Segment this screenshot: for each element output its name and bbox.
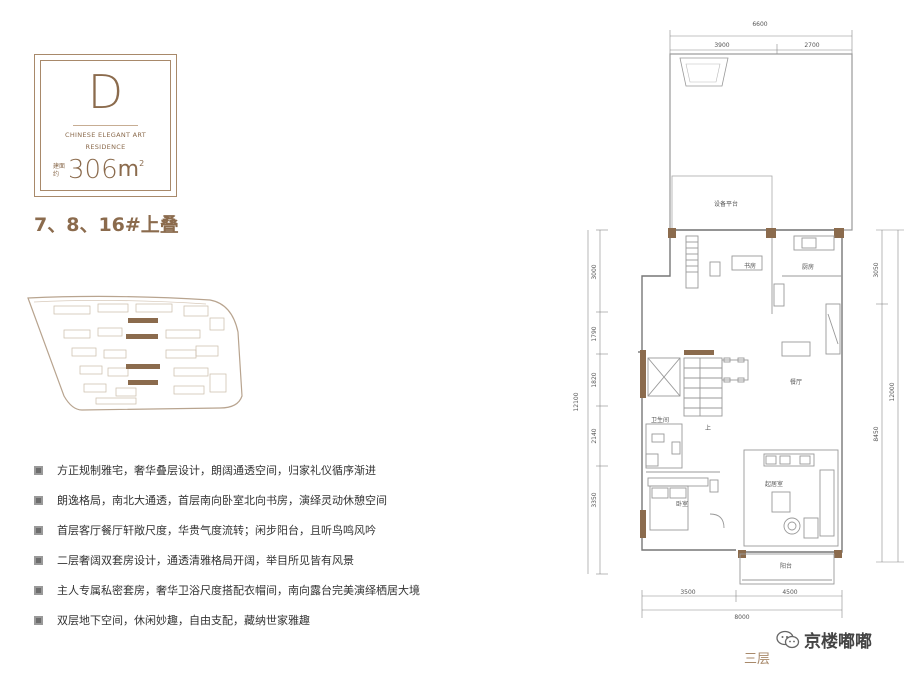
dim-left-4: 2140	[591, 428, 598, 443]
bullet-square-icon	[34, 555, 43, 565]
room-study: 书房	[744, 262, 756, 270]
badge-tagline: CHINESE ELEGANT ART RESIDENCE	[35, 129, 176, 153]
highlighted-building-extra	[128, 380, 158, 385]
room-bathroom: 卫生间	[651, 416, 669, 424]
highlighted-building-8	[126, 334, 158, 339]
dim-right-1: 3050	[873, 262, 880, 277]
wechat-icon	[776, 630, 800, 648]
dim-bottom-total: 8000	[734, 614, 749, 621]
dim-top-left: 3900	[714, 42, 729, 49]
dim-bottom-right: 4500	[782, 589, 797, 596]
dim-left-2: 1790	[591, 326, 598, 341]
label-up: 上	[705, 424, 711, 432]
room-living: 起居室	[765, 480, 783, 488]
dim-top-total: 6600	[752, 21, 767, 28]
dim-left-total: 12100	[573, 392, 580, 411]
badge-divider	[73, 125, 138, 126]
badge-inner-frame	[40, 60, 171, 191]
dim-left-3: 1820	[591, 372, 598, 387]
feature-item: 双层地下空间，休闲妙趣，自由支配，藏纳世家雅趣	[34, 613, 420, 627]
feature-list: 方正规制雅宅，奢华叠层设计，朗阔通透空间，归家礼仪循序渐进 朗逸格局，南北大通透…	[34, 463, 420, 643]
room-balcony: 阳台	[780, 562, 792, 570]
bullet-square-icon	[34, 465, 43, 475]
highlighted-building-7	[128, 318, 158, 323]
floor-label: 三层	[744, 652, 771, 667]
feature-item: 首层客厅餐厅轩敞尺度，华贵气度流转；闲步阳台，且听鸟鸣风吟	[34, 523, 420, 537]
watermark-text: 京楼嘟嘟	[804, 632, 872, 652]
feature-item: 方正规制雅宅，奢华叠层设计，朗阔通透空间，归家礼仪循序渐进	[34, 463, 420, 477]
feature-item: 二层奢阔双套房设计，通透清雅格局开阔，举目所见皆有风景	[34, 553, 420, 567]
dim-bottom-left: 3500	[680, 589, 695, 596]
feature-item: 主人专属私密套房，奢华卫浴尺度搭配衣帽间，南向露台完美演绎栖居大境	[34, 583, 420, 597]
unit-type-badge: D CHINESE ELEGANT ART RESIDENCE 建面约 306 …	[34, 54, 177, 197]
watermark: 京楼嘟嘟	[776, 627, 872, 652]
room-equipment-platform: 设备平台	[714, 200, 738, 208]
area-unit: m	[117, 157, 140, 182]
bullet-square-icon	[34, 615, 43, 625]
bullet-square-icon	[34, 495, 43, 505]
room-kitchen: 厨房	[802, 263, 814, 271]
area-unit-superscript: 2	[139, 159, 145, 168]
building-title: 7、8、16#上叠	[34, 214, 179, 236]
bullet-square-icon	[34, 525, 43, 535]
dim-right-2: 8450	[873, 426, 880, 441]
area-block: 建面约 306 m 2	[53, 155, 144, 185]
tagline-line-2: RESIDENCE	[85, 143, 126, 151]
room-dining: 餐厅	[790, 378, 802, 386]
site-plan-map	[27, 295, 243, 411]
area-value: 306	[68, 155, 118, 185]
dim-right-total: 12000	[889, 382, 896, 401]
highlighted-building-16	[126, 364, 160, 369]
area-label: 建面约	[53, 163, 66, 178]
dim-left-1: 3000	[591, 264, 598, 279]
floor-plan-drawing: 6600 3900 2700 设备平台 12100 3000 1790 1820…	[573, 21, 904, 621]
tagline-line-1: CHINESE ELEGANT ART	[65, 131, 146, 139]
dim-left-5: 3350	[591, 492, 598, 507]
dim-top-right: 2700	[804, 42, 819, 49]
bullet-square-icon	[34, 585, 43, 595]
feature-item: 朗逸格局，南北大通透，首层南向卧室北向书房，演绎灵动休憩空间	[34, 493, 420, 507]
unit-type-letter: D	[87, 65, 124, 119]
room-bedroom: 卧室	[676, 500, 688, 508]
